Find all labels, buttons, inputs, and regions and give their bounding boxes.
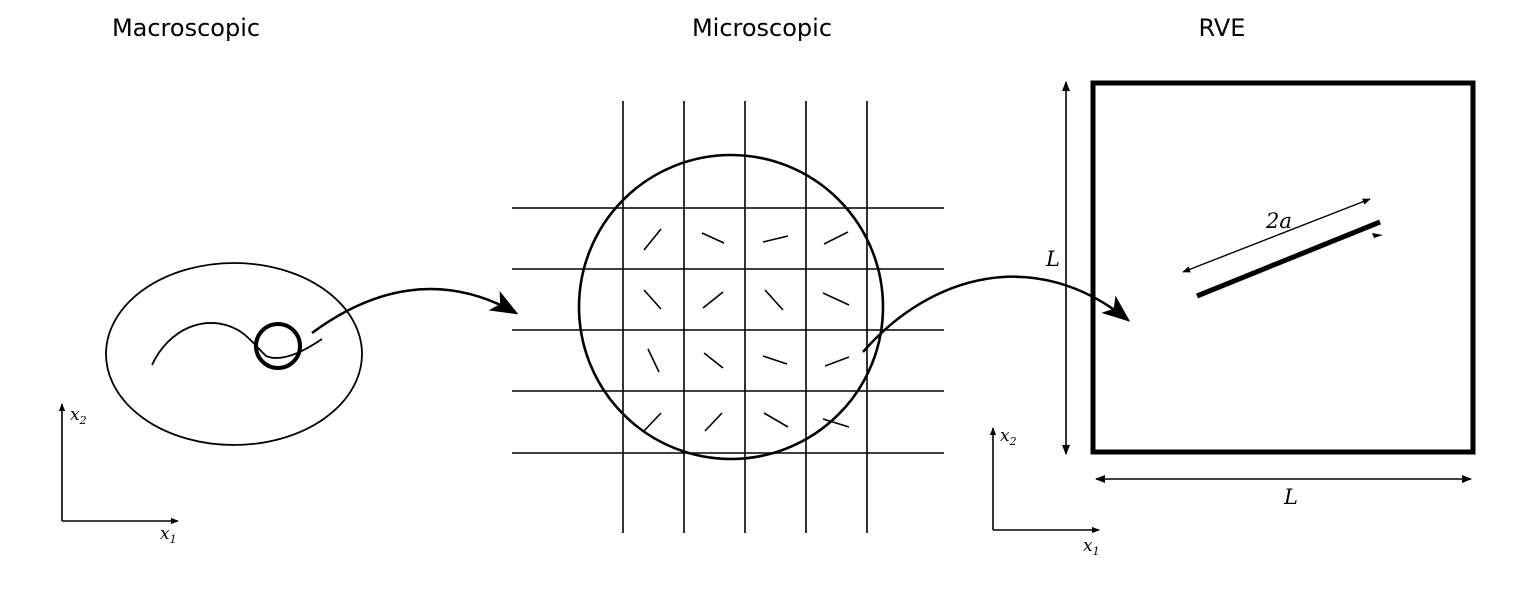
macro-crack-curve <box>151 322 323 366</box>
micro-crack <box>703 352 724 369</box>
macro-axes <box>58 403 179 525</box>
rve-x2-label: x2 <box>1000 426 1017 448</box>
micro-crack <box>763 412 789 428</box>
micro-crack <box>647 348 660 373</box>
crack-length-dimension <box>1182 198 1371 273</box>
macro-body-outline <box>105 262 363 446</box>
micro-grid <box>512 101 944 533</box>
micro-crack <box>822 292 850 306</box>
rve-axes <box>989 427 1100 534</box>
macro-x2-label: x2 <box>70 405 87 427</box>
micro-crack <box>822 418 850 428</box>
micro-crack <box>762 355 788 365</box>
macro-x1-label: x1 <box>160 524 177 546</box>
micro-crack <box>704 412 723 432</box>
arrow-macro-to-micro <box>311 287 519 335</box>
micro-crack <box>762 235 789 243</box>
micro-crack <box>701 232 725 244</box>
rve-x1-label: x1 <box>1083 536 1100 558</box>
title-microscopic: Microscopic <box>692 14 832 42</box>
microscopic-panel <box>512 101 944 533</box>
micro-crack <box>702 291 724 309</box>
micro-crack <box>643 228 662 251</box>
rve-width-label: L <box>1283 485 1298 509</box>
macroscopic-panel <box>105 262 363 446</box>
rve-square <box>1090 80 1476 455</box>
micro-zoom-circle <box>577 153 885 461</box>
title-macroscopic: Macroscopic <box>112 14 260 42</box>
micro-crack <box>823 231 849 245</box>
micro-crack <box>643 289 662 310</box>
title-rve: RVE <box>1199 14 1246 42</box>
crack-length-label: 2a <box>1265 209 1292 233</box>
micro-crack <box>642 412 662 433</box>
rve-height-label: L <box>1045 247 1060 271</box>
rve-panel: 2a L L <box>1045 80 1476 509</box>
crack-tip-arrow <box>1372 233 1383 238</box>
arrow-micro-to-rve <box>862 275 1131 353</box>
rve-crack <box>1196 219 1381 299</box>
micro-cracks <box>642 228 850 433</box>
macro-zoom-circle <box>254 322 302 370</box>
micro-crack <box>764 289 784 311</box>
micro-crack <box>824 356 850 367</box>
